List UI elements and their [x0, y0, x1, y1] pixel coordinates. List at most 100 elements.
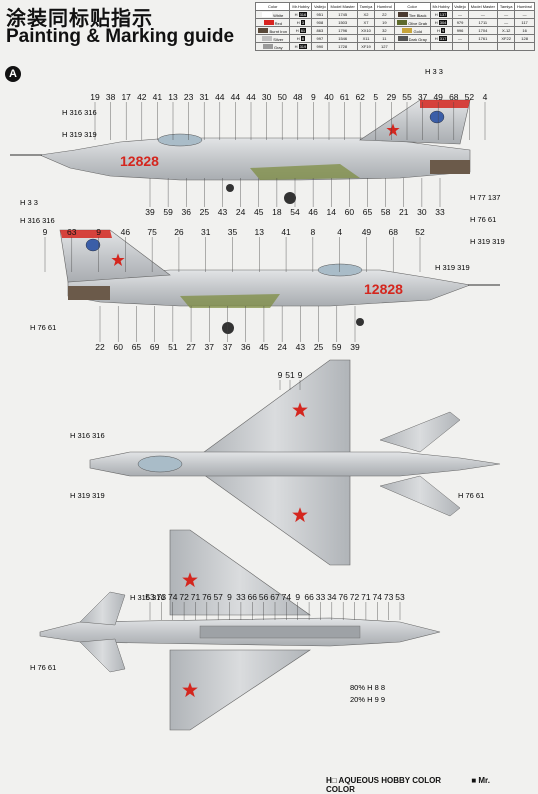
color-table-header-cell: Mr.Hobby [289, 2, 313, 11]
mix-ratio: 80% H 8 8 [350, 683, 385, 692]
callout-number: 73 [384, 592, 394, 602]
callout-number: 8 [310, 227, 315, 237]
callout-number: 22 [95, 342, 105, 352]
callout-number: 31 [199, 92, 209, 102]
color-table-cell: — [497, 10, 516, 19]
color-reference: H 76 61 [458, 491, 484, 500]
color-table-cell: XF19 [356, 42, 376, 51]
color-table-cell: 1796 [327, 26, 358, 35]
wheel [226, 184, 234, 192]
callout-number: 36 [241, 342, 251, 352]
callout-number: 71 [361, 592, 371, 602]
paint-legend: H□ AQUEOUS HOBBY COLOR ■ Mr. COLOR [326, 776, 538, 794]
callout-number: 37 [223, 342, 233, 352]
fuselage-top [89, 451, 501, 477]
color-table-cell: 11 [374, 34, 395, 43]
callout-number: 34 [327, 592, 337, 602]
callout-number: 19 [90, 92, 100, 102]
callout-number: 62 [355, 92, 365, 102]
callout-number: 44 [215, 92, 225, 102]
callout-number: 18 [272, 207, 282, 217]
callout-number: 4 [337, 227, 342, 237]
color-table-header-cell: Humbrol [374, 2, 395, 11]
color-table-cell: Dark Gray [393, 34, 431, 43]
callout-number: 21 [399, 207, 409, 217]
color-table-cell: Burnt Iron [254, 26, 291, 35]
callout-number: 9 [295, 592, 300, 602]
color-table-cell: 127 [374, 42, 395, 51]
color-reference: H 76 61 [30, 663, 56, 672]
callout-number: 51 [168, 342, 178, 352]
color-table-cell: H 316 [289, 10, 313, 19]
color-reference: H 316 316 [62, 108, 97, 117]
callout-number: 45 [254, 207, 264, 217]
color-table-header-cell: Model Master [467, 2, 499, 11]
wing-top-lower [199, 471, 351, 566]
callout-number: 37 [418, 92, 428, 102]
color-reference: H 3 3 [425, 67, 443, 76]
color-table-header-cell: Vallejo [451, 2, 469, 11]
callout-number: 76 [338, 592, 348, 602]
callout-number: 36 [182, 207, 192, 217]
callout-number: 74 [282, 592, 292, 602]
color-table-header-cell: Color [393, 2, 431, 11]
color-table-header-cell: Model Master [327, 2, 358, 11]
callout-number: 60 [345, 207, 355, 217]
color-table-cell: 1711 [467, 18, 499, 27]
callout-number: 37 [205, 342, 215, 352]
section-badge: A [5, 66, 21, 82]
color-table-cell: 19 [374, 18, 395, 27]
color-table-header-cell: Tamiya [497, 2, 516, 11]
color-table-cell: H 304 [429, 18, 453, 27]
callout-number: 72 [350, 592, 360, 602]
callout-number: 75 [147, 227, 157, 237]
color-table-cell: — [497, 18, 516, 27]
callout-number: 4 [483, 92, 488, 102]
color-table-cell: White [254, 10, 291, 19]
callout-number: 67 [270, 592, 280, 602]
color-table-header-cell: Vallejo [311, 2, 329, 11]
wheel [356, 318, 364, 326]
callout-number: 52 [465, 92, 475, 102]
color-reference: H 319 319 [70, 491, 105, 500]
color-table-cell [393, 42, 431, 51]
callout-number: 53 [395, 592, 405, 602]
color-reference: H 319 319 [435, 263, 470, 272]
color-table-cell [467, 42, 499, 51]
callout-number: 48 [293, 92, 303, 102]
callout-number: 13 [255, 227, 265, 237]
color-table-cell: 1728 [327, 42, 358, 51]
color-table-cell: H 61 [289, 26, 313, 35]
callout-number: 24 [236, 207, 246, 217]
wing-bottom-lower [169, 649, 311, 731]
callout-number: 68 [449, 92, 459, 102]
callout-number: 68 [388, 227, 398, 237]
color-table-cell [497, 42, 516, 51]
color-table-cell: — [451, 10, 469, 19]
callout-number: 31 [201, 227, 211, 237]
callout-number: 24 [277, 342, 287, 352]
callout-number: 5 [373, 92, 378, 102]
color-table-cell: Tire Black [393, 10, 431, 19]
callout-number: 57 [213, 592, 223, 602]
color-table-cell: 22 [374, 10, 395, 19]
callout-number: 43 [296, 342, 306, 352]
callout-number: 49 [433, 92, 443, 102]
color-table-header-cell: Humbrol [514, 2, 535, 11]
color-reference: H 3 3 [20, 198, 38, 207]
callout-number: 25 [314, 342, 324, 352]
callout-number: 74 [373, 592, 383, 602]
mix-ratio: 20% H 9 9 [350, 695, 385, 704]
color-reference: H 319 319 [470, 237, 505, 246]
callout-number: 9 [298, 370, 303, 380]
color-table-cell: — [451, 34, 469, 43]
color-table-cell: H 9 [429, 26, 453, 35]
callout-number: 30 [417, 207, 427, 217]
color-table-cell: 951 [311, 10, 329, 19]
color-table-cell: 990 [311, 42, 329, 51]
canopy-right [317, 263, 363, 277]
